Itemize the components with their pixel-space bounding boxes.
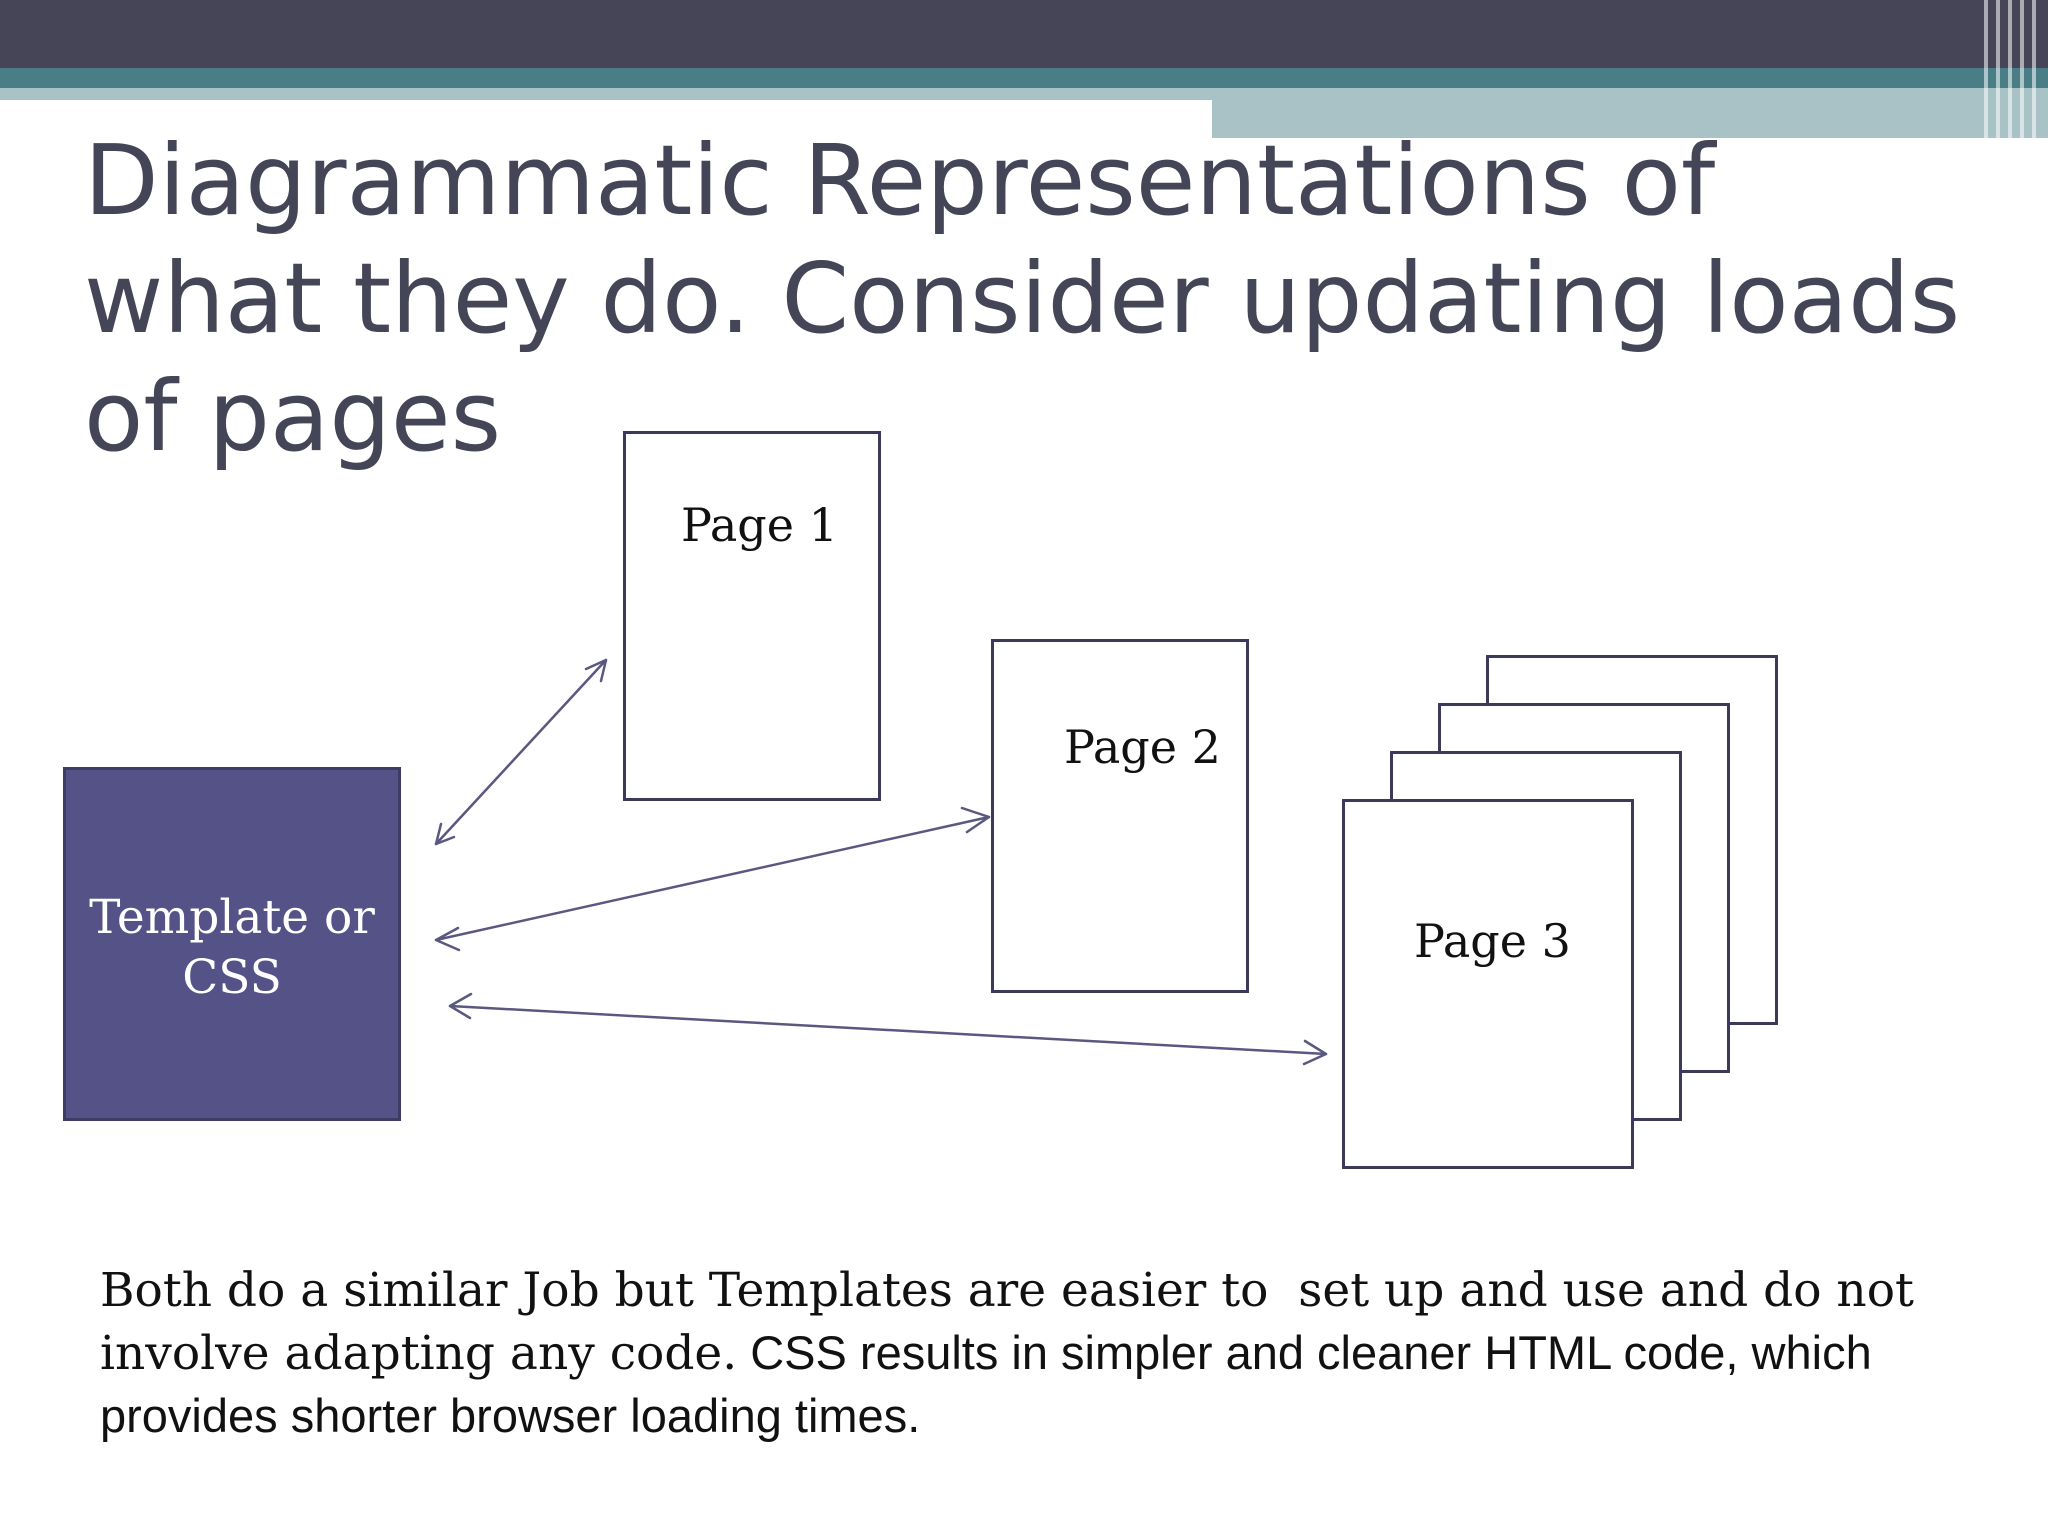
page-2-label: Page 2: [1064, 720, 1221, 774]
page-1-label: Page 1: [681, 498, 838, 552]
template-label-line2: CSS: [182, 950, 282, 1005]
header-light-band: [0, 88, 1212, 100]
arrow-template-page-3: [448, 992, 1328, 1066]
page-2-box: Page 2: [991, 639, 1249, 993]
template-or-css-label: Template or CSS: [66, 888, 398, 1008]
caption-line-1-text: Both do a similar Job but Templates are …: [100, 1263, 1914, 1318]
slide-title: Diagrammatic Representations of what the…: [84, 124, 1961, 473]
arrow-template-page-1: [434, 658, 608, 846]
arrow-template-page-2: [434, 806, 991, 952]
template-or-css-box: Template or CSS: [63, 767, 401, 1121]
caption-line-3: provides shorter browser loading times.: [100, 1385, 1980, 1448]
header-accent-band: [0, 68, 2048, 88]
header-bar: [0, 0, 2048, 68]
template-label-line1: Template or: [89, 890, 375, 945]
header-light-band-right: [1212, 88, 2048, 138]
caption-line-2-serif-text: involve adapting any code.: [100, 1326, 738, 1381]
caption-line-2: involve adapting any code. CSS results i…: [100, 1322, 1980, 1385]
header-edge-strips: [1978, 0, 2048, 138]
caption-line-3-text: provides shorter browser loading times.: [100, 1389, 921, 1442]
slide-caption: Both do a similar Job but Templates are …: [100, 1260, 1980, 1448]
page-3-box: Page 3: [1342, 799, 1634, 1169]
page-3-label: Page 3: [1414, 914, 1571, 968]
page-1-box: Page 1: [623, 431, 881, 801]
caption-line-2-sans-text: CSS results in simpler and cleaner HTML …: [737, 1326, 1872, 1379]
caption-line-1: Both do a similar Job but Templates are …: [100, 1260, 1980, 1322]
